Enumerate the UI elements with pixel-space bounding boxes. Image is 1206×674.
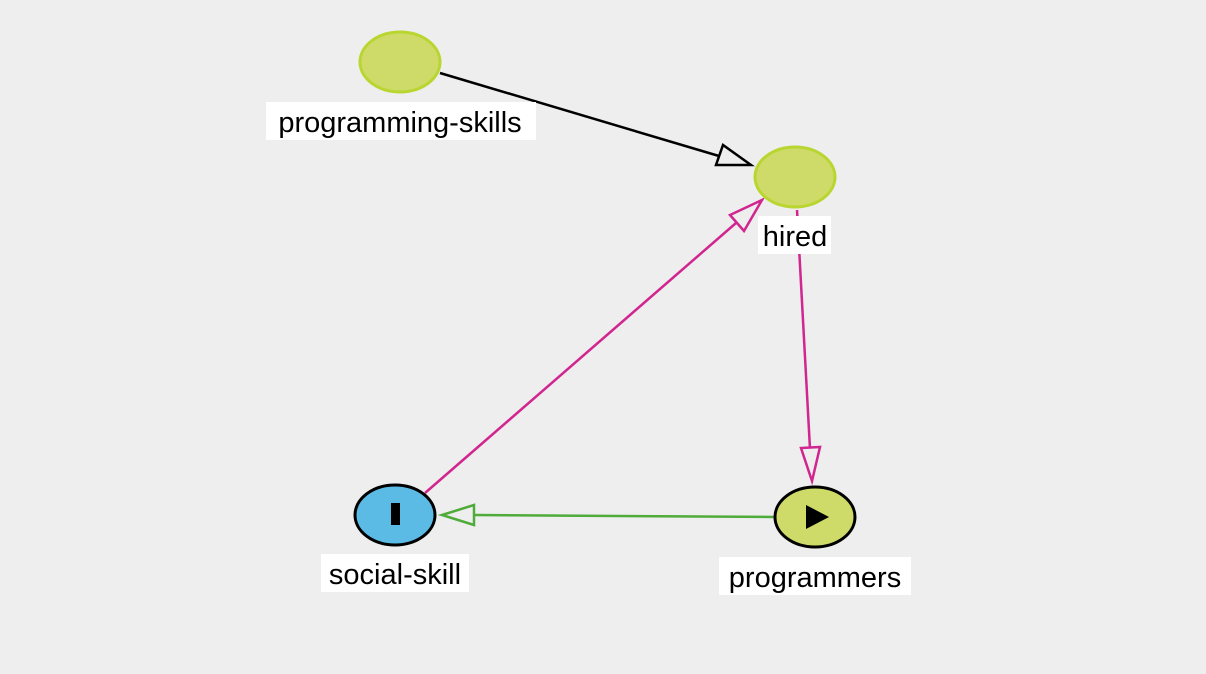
node-label: programming-skills [278,107,521,139]
node-ellipse [358,30,442,94]
arrowhead-icon [799,445,822,486]
intervention-bar-icon [391,503,400,525]
play-icon [806,505,829,529]
arrowhead-icon [727,197,766,234]
node-hired[interactable]: hired [753,145,837,254]
node-programming-skills[interactable]: programming-skills [266,30,536,140]
node-ellipse [753,145,837,209]
edge-programmers-to-social-skill[interactable] [437,503,776,527]
node-label: social-skill [329,559,461,591]
arrowhead-icon [714,143,755,167]
edge-social-skill-to-hired[interactable] [424,197,766,494]
edge-programming-skills-to-hired[interactable] [439,71,755,167]
node-programmers[interactable]: programmers [719,485,911,595]
arrowhead-icon [437,503,476,527]
node-social-skill[interactable]: social-skill [321,483,469,592]
node-label: hired [763,221,828,253]
node-label: programmers [729,562,901,594]
